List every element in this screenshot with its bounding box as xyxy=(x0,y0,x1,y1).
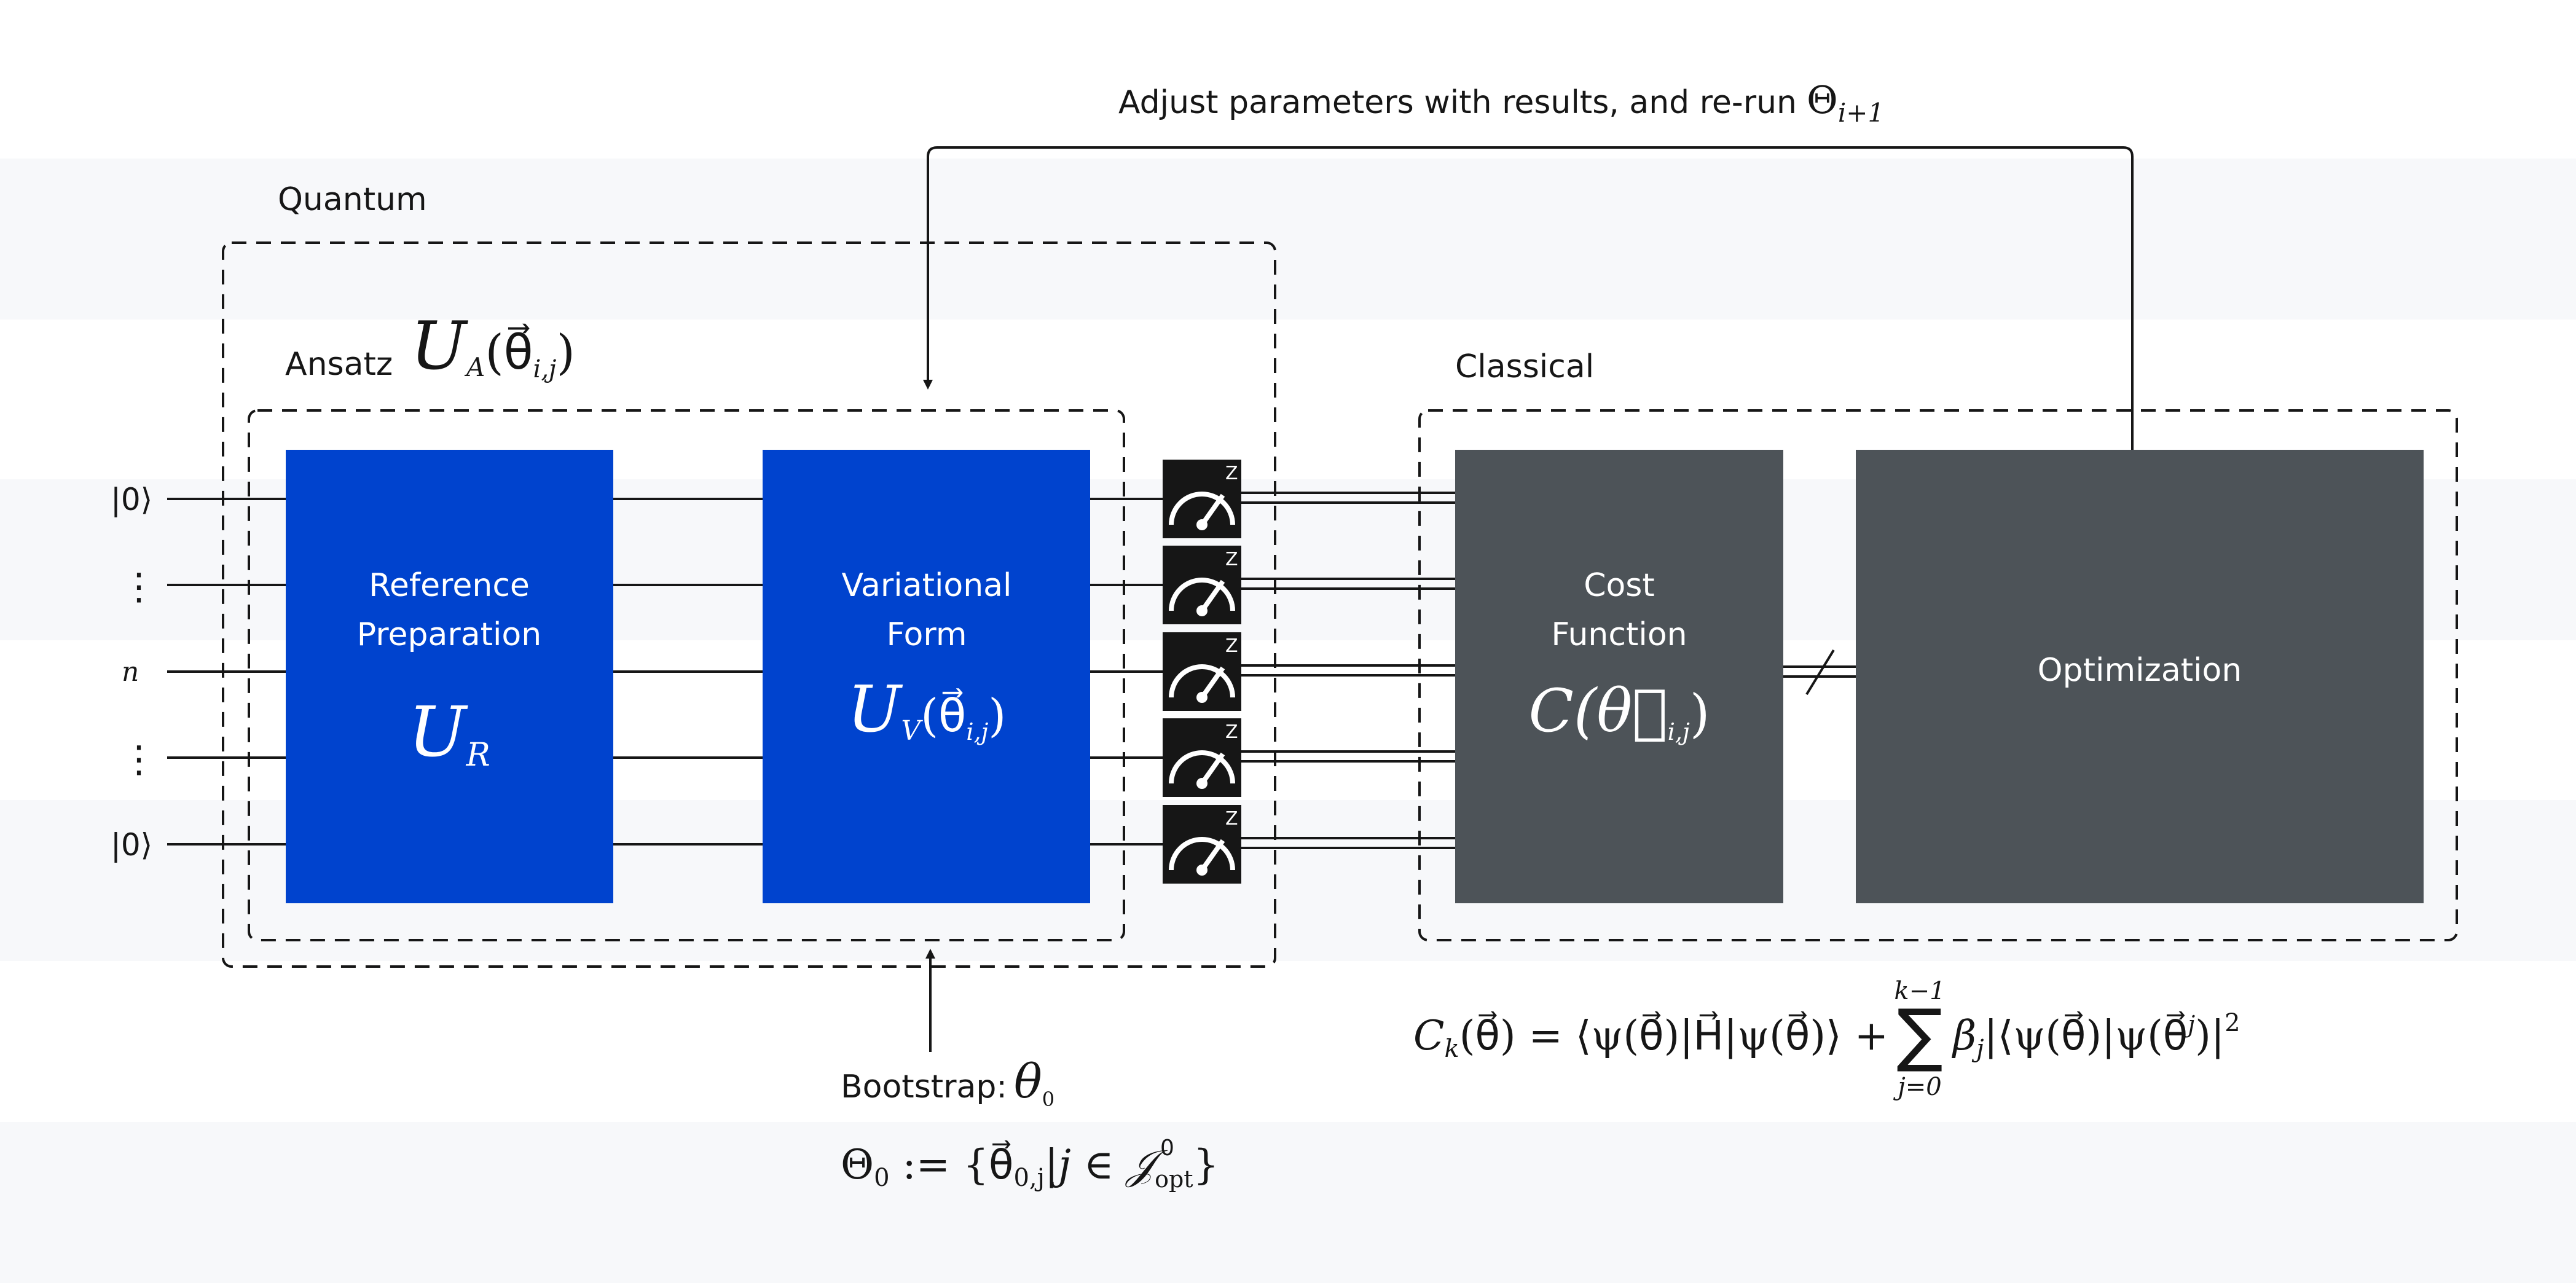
optimization-block: Optimization xyxy=(1856,450,2424,903)
bootstrap-arrow-head xyxy=(925,949,935,959)
bootstrap-set-formula: Θ0 := {θ⃗0,j|j ∈ 𝒥opt} xyxy=(841,1140,1219,1193)
ansatz-math: UA(θ⃗i,j) xyxy=(410,308,575,385)
meter-pivot xyxy=(1196,692,1208,703)
feedback-math: Θi+1 xyxy=(1807,77,1884,128)
ansatz-label: Ansatz xyxy=(285,346,393,383)
variational-line2: Form xyxy=(887,616,967,653)
cost-line1: Cost xyxy=(1584,567,1655,604)
gauge-meter-icon xyxy=(1169,492,1235,525)
optimization-block-rect xyxy=(1856,450,2424,903)
classical-boundary xyxy=(1418,409,2458,941)
meter-basis-label: Z xyxy=(1225,721,1238,743)
qubit-wires xyxy=(167,498,1163,846)
gauge-meter-icon xyxy=(1169,664,1235,698)
qubit-label-1: |0⟩ xyxy=(111,482,152,517)
meter-pivot xyxy=(1196,519,1208,530)
meter-pivot xyxy=(1196,605,1208,616)
meter-needle xyxy=(1200,839,1225,872)
variational-form-block: Variational Form UV(θ⃗i,j) xyxy=(763,450,1090,903)
reference-block-rect xyxy=(286,450,613,903)
optimization-label: Optimization xyxy=(2038,652,2242,689)
cost-formula-sum-upper: k−1 xyxy=(1894,977,1945,1005)
gauge-meter-icon xyxy=(1169,837,1235,871)
gauge-meter-icon xyxy=(1169,750,1235,784)
meter-needle xyxy=(1200,666,1225,699)
classical-wires xyxy=(1241,492,1856,849)
cost-formula-rhs: βj|⟨ψ(θ⃗)|ψ(θ⃗j)|2 xyxy=(1951,1009,2240,1063)
meter-basis-label: Z xyxy=(1225,635,1238,657)
bootstrap-set-superscript: 0 xyxy=(1160,1136,1174,1161)
meter-pivot xyxy=(1196,778,1208,789)
measurement-meter: Z xyxy=(1163,718,1241,797)
meter-basis-label: Z xyxy=(1225,549,1238,570)
qubit-label-4: ⋮ xyxy=(120,738,157,781)
meter-basis-label: Z xyxy=(1225,808,1238,830)
bootstrap-annotation: Bootstrap: θ0 Θ0 := {θ⃗0,j|j ∈ 𝒥opt} 0 xyxy=(841,1054,1219,1193)
feedback-loop-line xyxy=(927,146,2134,450)
qubit-labels: |0⟩ ⋮ n ⋮ |0⟩ xyxy=(111,482,157,863)
bundle-slash xyxy=(1805,649,1835,696)
reference-preparation-block: Reference Preparation UR xyxy=(286,450,613,903)
variational-math: UV(θ⃗i,j) xyxy=(847,672,1006,747)
classical-label: Classical xyxy=(1455,348,1594,385)
feedback-arrow-head xyxy=(923,380,933,390)
meter-needle xyxy=(1200,752,1225,785)
meter-needle xyxy=(1200,579,1225,613)
cost-formula-sum-lower: j=0 xyxy=(1893,1073,1941,1101)
stripe-4 xyxy=(0,1122,2576,1283)
variational-block-rect xyxy=(763,450,1090,903)
measurement-meter: Z xyxy=(1163,546,1241,624)
reference-line1: Reference xyxy=(369,567,530,604)
variational-line1: Variational xyxy=(841,567,1011,604)
cost-formula-lhs: Ck(θ⃗) = ⟨ψ(θ⃗)|H⃗|ψ(θ⃗)⟩ + xyxy=(1413,1011,1888,1063)
meter-needle xyxy=(1200,493,1225,527)
feedback-header: Adjust parameters with results, and re-r… xyxy=(1118,77,1884,128)
cost-formula: Ck(θ⃗) = ⟨ψ(θ⃗)|H⃗|ψ(θ⃗)⟩ + k−1 ∑ j=0 βj… xyxy=(1413,977,2240,1101)
meter-basis-label: Z xyxy=(1225,463,1238,484)
cost-function-block: Cost Function C(θ⃗i,j) xyxy=(1455,450,1783,903)
measurement-meters: Z Z Z Z Z xyxy=(1163,460,1241,884)
bootstrap-label: Bootstrap: xyxy=(841,1069,1007,1105)
measurement-meter: Z xyxy=(1163,632,1241,711)
feedback-label: Adjust parameters with results, and re-r… xyxy=(1118,84,1797,121)
cost-block-rect xyxy=(1455,450,1783,903)
gauge-meter-icon xyxy=(1169,578,1235,611)
bootstrap-theta: θ0 xyxy=(1014,1054,1054,1111)
reference-math: UR xyxy=(408,693,490,774)
quantum-label: Quantum xyxy=(278,181,427,218)
ansatz-boundary xyxy=(248,409,1125,941)
qubit-label-2: ⋮ xyxy=(120,565,157,608)
qubit-label-5: |0⟩ xyxy=(111,827,152,863)
quantum-boundary xyxy=(222,241,1276,968)
cost-line2: Function xyxy=(1551,616,1687,653)
measurement-meter: Z xyxy=(1163,460,1241,538)
reference-line2: Preparation xyxy=(357,616,541,653)
meter-pivot xyxy=(1196,865,1208,876)
cost-math: C(θ⃗i,j) xyxy=(1528,677,1710,745)
cost-formula-sum: ∑ xyxy=(1896,995,1942,1075)
qubit-label-3: n xyxy=(122,656,139,688)
measurement-meter: Z xyxy=(1163,805,1241,884)
stripe-1 xyxy=(0,159,2576,320)
